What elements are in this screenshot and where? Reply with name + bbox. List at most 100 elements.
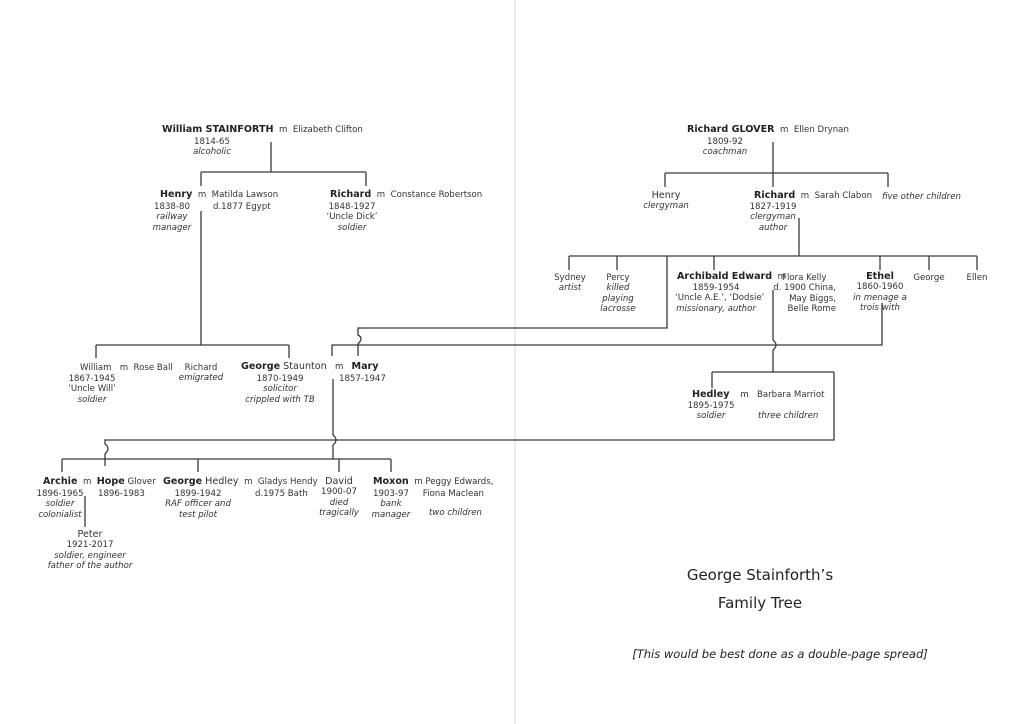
- name: Richard: [754, 190, 796, 201]
- note: clergyman: [750, 212, 796, 223]
- note: emigrated: [178, 373, 224, 384]
- marriage-marker: m: [800, 191, 810, 201]
- marriage-marker: m: [740, 390, 749, 400]
- note: trois with: [860, 303, 900, 314]
- spouse: Matilda Lawson: [211, 190, 279, 200]
- marriage-marker: m: [82, 477, 92, 487]
- note: playing: [602, 293, 634, 304]
- william-jr-details: 1867-1945 ‘Uncle Will’ soldier: [66, 374, 118, 405]
- spouse: Sarah Clabon: [814, 191, 873, 201]
- note: manager: [152, 222, 192, 233]
- dates: 1838-80: [154, 202, 190, 212]
- note: manager: [371, 509, 411, 520]
- hedley-details: 1895-1975 soldier: [686, 401, 736, 422]
- dates: 1900-07: [321, 487, 357, 498]
- person-richard-jr: Richard emigrated: [176, 363, 226, 384]
- note: lacrosse: [600, 304, 636, 315]
- dates: 1848-1927: [328, 202, 376, 212]
- moxon-spouse-2: Fiona Maclean: [422, 489, 484, 499]
- person-hedley: Hedley m Barbara Marriot: [692, 389, 825, 400]
- spouse: Belle Rome: [787, 304, 836, 315]
- dates: 1814-65: [194, 137, 230, 147]
- name: Henry: [651, 190, 681, 201]
- marriage-marker: m: [279, 125, 288, 135]
- middle-name: Staunton: [280, 361, 327, 372]
- name: Moxon: [373, 476, 409, 487]
- spouse-hope: Hope: [96, 476, 125, 487]
- person-sydney: Sydney artist: [552, 273, 588, 294]
- line-to-mary: [357, 256, 668, 356]
- spouse: Peggy Edwards,: [425, 477, 494, 487]
- name: George: [163, 476, 203, 487]
- name: George: [241, 361, 281, 372]
- person-henry-glover: Henry clergyman: [643, 190, 689, 212]
- marriage-marker: m: [244, 477, 253, 487]
- note: killed: [606, 283, 630, 294]
- henry-spouse-note: d.1877 Egypt: [213, 202, 271, 212]
- spouse: May Biggs,: [789, 293, 836, 304]
- name: Richard: [184, 363, 218, 373]
- note: alcoholic: [193, 147, 231, 158]
- spouse: Elizabeth Clifton: [292, 125, 363, 135]
- note: father of the author: [47, 561, 133, 572]
- note: soldier, engineer: [54, 550, 126, 561]
- note: RAF officer and: [165, 499, 231, 510]
- note: bank: [380, 499, 402, 510]
- note: colonialist: [38, 509, 82, 520]
- note: test pilot: [178, 509, 218, 520]
- william-details: 1814-65 alcoholic: [182, 137, 242, 158]
- george-hedley-details: 1899-1942 RAF officer and test pilot: [162, 489, 234, 520]
- dates: 1809-92: [707, 137, 743, 147]
- name: Richard: [330, 189, 372, 200]
- note: artist: [558, 283, 582, 294]
- person-david: David 1900-07 died tragically: [317, 476, 361, 519]
- spouse: Gladys Hendy: [257, 477, 318, 487]
- surname: GLOVER: [728, 124, 775, 135]
- marriage-marker: m: [777, 272, 786, 282]
- marriage-marker: m: [119, 363, 129, 373]
- person-ethel: Ethel 1860-1960 in menage a trois with: [850, 271, 910, 314]
- person-george-glover: George: [913, 273, 945, 283]
- spouse: Constance Robertson: [390, 190, 483, 200]
- name: William: [162, 124, 203, 135]
- person-henry-stainforth: Henry m Matilda Lawson: [160, 189, 279, 200]
- person-percy: Percy killed playing lacrosse: [599, 273, 637, 315]
- note: crippled with TB: [245, 394, 315, 405]
- name: Ethel: [866, 271, 894, 282]
- richard-details: 1848-1927 ‘Uncle Dick’ soldier: [324, 202, 380, 233]
- line-hedley-loop: [104, 372, 835, 466]
- page-title-line2: Family Tree: [717, 594, 803, 612]
- note: soldier: [45, 499, 75, 510]
- dates: 1896-1965: [36, 489, 84, 499]
- person-archibald-edward: Archibald Edward m: [677, 271, 786, 282]
- name: Archibald Edward: [677, 271, 773, 282]
- line-george-mary-bar: [331, 303, 883, 356]
- five-other-children: five other children: [882, 192, 961, 202]
- richard-glover-jr-details: 1827-1919 clergyman author: [749, 202, 797, 233]
- hedley-children-note: three children: [758, 411, 819, 421]
- dates: 1860-1960: [856, 282, 904, 293]
- person-peter: Peter 1921-2017 soldier, engineer father…: [40, 529, 140, 572]
- dates: 1827-1919: [749, 202, 797, 212]
- marriage-marker: m: [334, 362, 344, 372]
- richard-glover-details: 1809-92 coachman: [700, 137, 750, 158]
- surname: STAINFORTH: [202, 124, 274, 135]
- nickname: ‘Uncle Will’: [68, 384, 116, 395]
- layout-note: [This would be best done as a double-pag…: [632, 647, 928, 661]
- note: soldier: [77, 394, 107, 405]
- person-archie: Archie m Hope Glover: [43, 476, 156, 487]
- name: Hedley: [692, 389, 730, 400]
- dates: 1867-1945: [68, 374, 116, 384]
- spouse-mary: Mary: [351, 361, 379, 372]
- name: Sydney: [554, 273, 586, 283]
- page-title-line1: George Stainforth’s: [686, 566, 834, 584]
- archibald-details: 1859-1954 ‘Uncle A.E.’, ‘Dodsie’ mission…: [675, 283, 765, 314]
- note: clergyman: [643, 201, 689, 212]
- note: tragically: [319, 508, 359, 519]
- person-william-stainforth: William STAINFORTH m Elizabeth Clifton: [162, 124, 363, 135]
- archibald-spouses: Flora Kelly d. 1900 China, May Biggs, Be…: [772, 273, 836, 315]
- nickname: ‘Uncle A.E.’, ‘Dodsie’: [675, 293, 765, 304]
- dates: 1903-97: [373, 489, 409, 499]
- name: Peter: [77, 529, 103, 540]
- note: author: [758, 222, 788, 233]
